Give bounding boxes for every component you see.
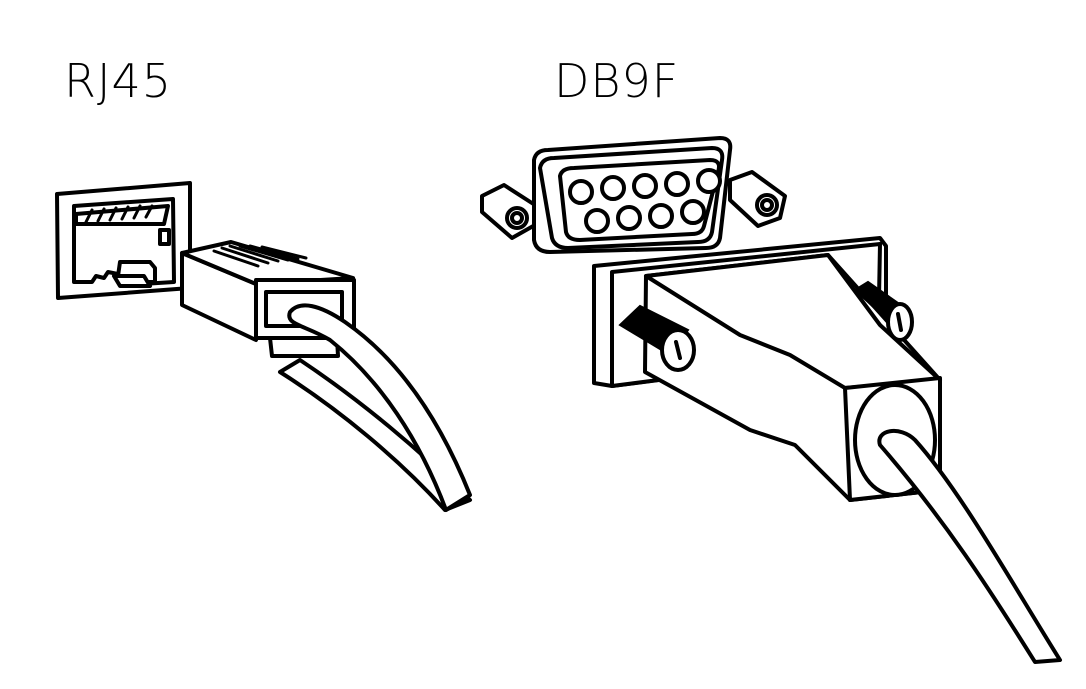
rj45-jack — [55, 181, 192, 300]
db9f-label: DB9F — [554, 54, 680, 108]
db9-male-plug — [592, 236, 1062, 664]
db9-pins — [568, 168, 722, 234]
db9-female-connector — [480, 136, 787, 254]
rj45-plug — [180, 240, 472, 512]
rj45-label: RJ45 — [64, 54, 173, 108]
